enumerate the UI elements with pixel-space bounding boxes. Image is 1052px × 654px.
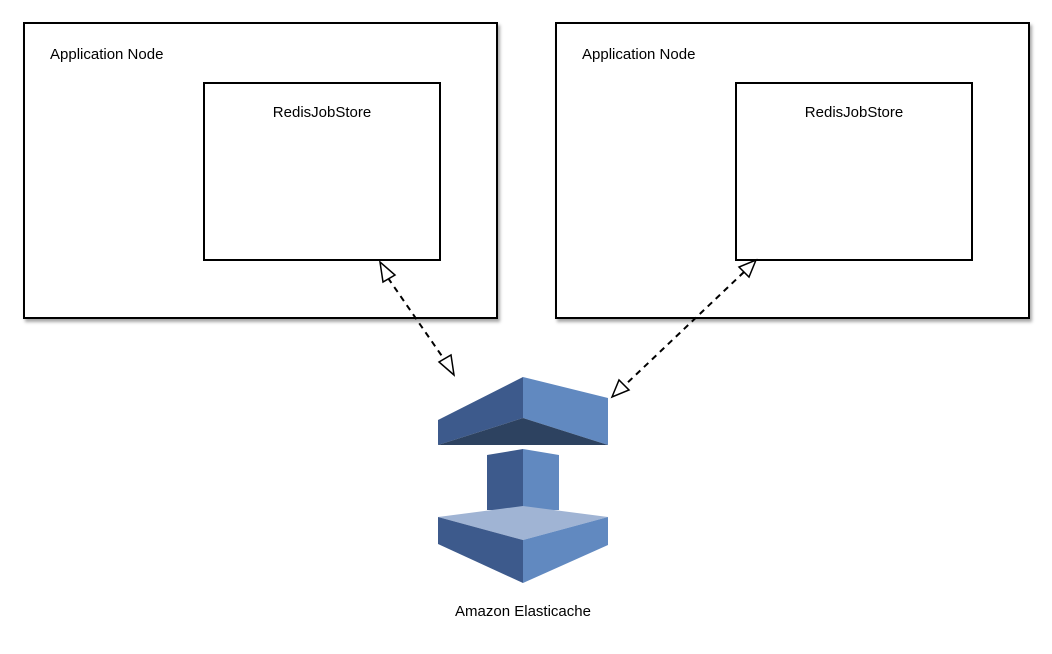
redis-job-store-right: RedisJobStore — [735, 82, 973, 261]
redis-job-store-label: RedisJobStore — [272, 104, 372, 121]
application-node-left: Application Node RedisJobStore — [23, 22, 498, 319]
application-node-title: Application Node — [50, 46, 164, 63]
elasticache-label: Amazon Elasticache — [455, 603, 591, 620]
connector-right — [610, 258, 758, 399]
redis-job-store-left: RedisJobStore — [203, 82, 441, 261]
arrowhead-open-icon — [378, 260, 397, 284]
application-node-title: Application Node — [582, 46, 696, 63]
redis-job-store-label: RedisJobStore — [804, 104, 904, 121]
elasticache-icon — [438, 377, 608, 583]
application-node-right: Application Node RedisJobStore — [555, 22, 1030, 319]
connector-left — [378, 260, 456, 377]
arrowhead-open-icon — [737, 258, 758, 279]
arrowhead-open-icon — [437, 353, 456, 377]
arrowhead-open-icon — [610, 378, 631, 399]
